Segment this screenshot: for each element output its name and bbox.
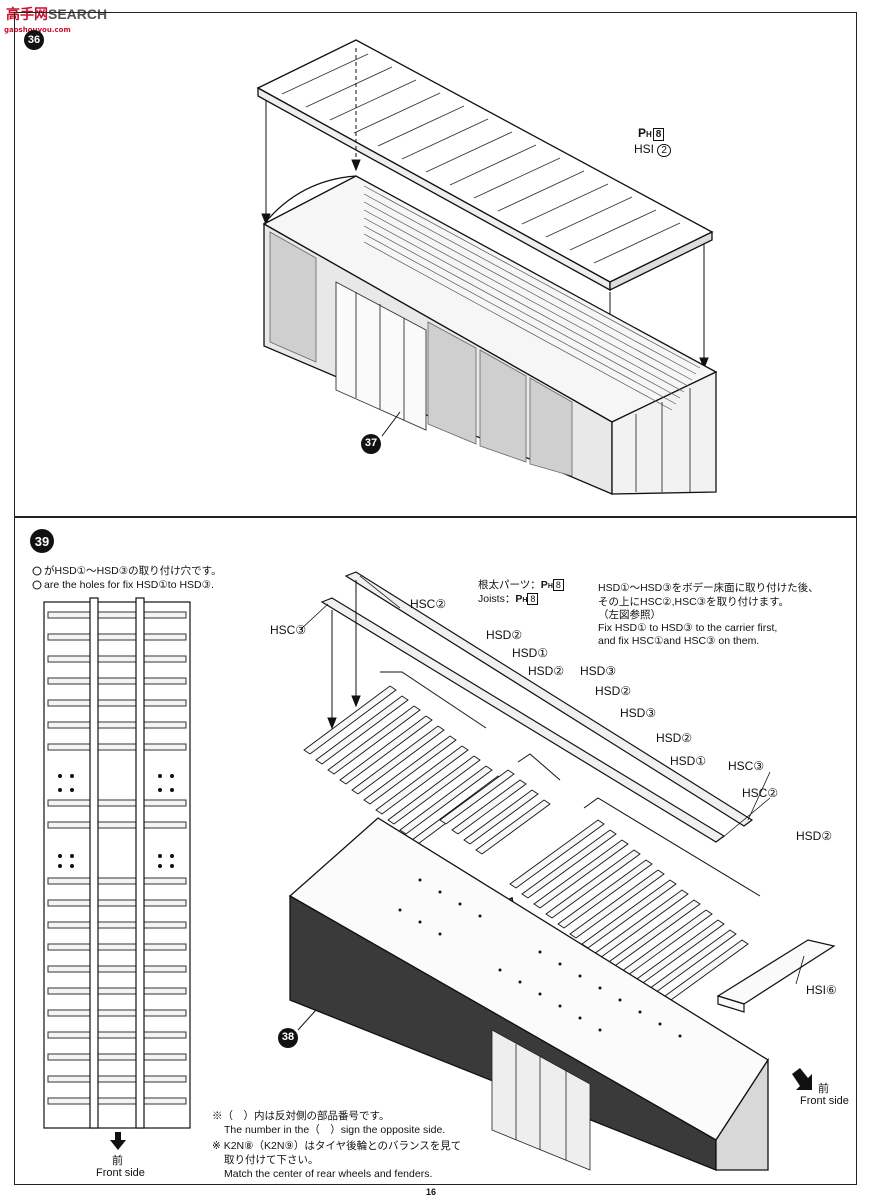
instruction-en-1: Fix HSD① to HSD③ to the carrier first, xyxy=(598,622,778,634)
label-hsd3-a: HSD③ xyxy=(580,664,617,678)
joists-en-text: Joists： xyxy=(478,593,516,605)
instruction-en-2: and fix HSC①and HSC③ on them. xyxy=(598,635,760,647)
group-brackets xyxy=(380,671,761,897)
holes-note-en: are the holes for fix HSD①to HSD③. xyxy=(44,579,214,591)
footnote-2-jp-2: 取り付けて下さい。 xyxy=(224,1154,319,1166)
instruction-jp-3: （左図参照） xyxy=(598,609,661,621)
label-hsd2-a: HSD② xyxy=(486,628,523,642)
container-end-door xyxy=(635,388,691,492)
watermark-brand: 高手网 xyxy=(6,6,48,22)
holes-note-jp: がHSD①～HSD③の取り付け穴です。 xyxy=(44,565,222,578)
hsi-prefix: HSI xyxy=(634,142,655,156)
instruction-jp-2: その上にHSC②,HSC③を取り付けます。 xyxy=(598,596,790,608)
joists-jp-ph: P xyxy=(540,579,548,591)
front-left-jp: 前 xyxy=(112,1155,123,1167)
floor-rails xyxy=(89,597,145,1129)
front-left-en: Front side xyxy=(96,1167,145,1179)
label-hsc2-right: HSC② xyxy=(742,786,779,800)
joists-en-ph-sub: H xyxy=(522,597,528,604)
label-hsd2-c: HSD② xyxy=(595,684,632,698)
holes-note-jp-text: HSD①～HSD③の取り付け穴です。 xyxy=(54,565,222,577)
end-piece-hsi6 xyxy=(716,939,836,1013)
ph-prefix: P xyxy=(638,126,647,140)
label-hsi6: HSI⑥ xyxy=(806,983,837,997)
step-39-badge: 39 xyxy=(30,529,54,553)
step-39-panel xyxy=(14,517,857,1185)
label-hsc3-right: HSC③ xyxy=(728,759,765,773)
long-rail-hsc2 xyxy=(344,571,754,827)
joists-en-ph-num: 8 xyxy=(527,593,539,605)
step-38-marker: 38 xyxy=(281,1031,295,1043)
ph-sub: H xyxy=(646,130,652,139)
container-side-panels xyxy=(269,231,573,477)
watermark-search: SEARCH xyxy=(48,6,108,22)
front-right-en: Front side xyxy=(800,1095,849,1107)
joist-group-2 xyxy=(439,769,551,855)
label-hsd3-b: HSD③ xyxy=(620,706,657,720)
container-side-door xyxy=(335,281,427,431)
front-arrow-right xyxy=(792,1068,812,1090)
joists-en-ph: P xyxy=(515,593,523,605)
footnote-1-en: The number in the（ ）sign the opposite si… xyxy=(224,1124,446,1136)
label-hsd2-e: HSD② xyxy=(796,829,833,843)
label-hsd1-b: HSD① xyxy=(670,754,707,768)
floor-body-doors xyxy=(491,1029,591,1171)
page-number: 16 xyxy=(426,1187,437,1197)
label-hsd2-d: HSD② xyxy=(656,731,693,745)
step-37-panel xyxy=(14,12,857,517)
floor-body xyxy=(288,817,769,1171)
footnote-2-en: Match the center of rear wheels and fend… xyxy=(224,1168,433,1180)
label-hsc2-top: HSC② xyxy=(410,597,447,611)
label-hsd1-a: HSD① xyxy=(512,646,549,660)
container-inner-slats xyxy=(363,185,701,411)
label-hsd2-b: HSD② xyxy=(528,664,565,678)
ph-num: 8 xyxy=(652,128,665,141)
step-37-marker: 37 xyxy=(364,437,378,449)
label-leaders xyxy=(299,575,805,985)
label-hsc3-left: HSC③ xyxy=(270,623,307,637)
hole-symbol-icons xyxy=(32,566,42,590)
floor-hole-pattern xyxy=(398,878,682,1038)
joist-group-3 xyxy=(509,819,749,1009)
front-arrow-left xyxy=(110,1132,126,1150)
front-right-jp: 前 xyxy=(818,1083,829,1095)
footnote-2-jp-1: ※ K2N⑧（K2N⑨）はタイヤ後輪とのバランスを見て xyxy=(212,1140,462,1152)
holes-note-jp-prefix: が xyxy=(44,565,55,577)
hsi-num: 2 xyxy=(657,144,671,157)
footnote-1-jp: ※（ ）内は反対側の部品番号です。 xyxy=(212,1110,390,1122)
watermark-logo: 高手网SEARCH xyxy=(6,4,107,24)
floor-mount-holes xyxy=(58,774,174,868)
instruction-jp-1: HSD①～HSD③をボデー床面に取り付けた後、 xyxy=(598,582,819,594)
joists-jp-ph-num: 8 xyxy=(552,579,564,591)
roof-ribs xyxy=(281,53,681,264)
joists-jp-ph-sub: H xyxy=(547,583,553,590)
hsi2-label: HSI 2 xyxy=(634,142,671,157)
joists-jp-text: 根太パーツ： xyxy=(478,579,541,591)
floor-crossbars xyxy=(47,611,187,1105)
step-36-badge: 36 xyxy=(24,30,44,50)
